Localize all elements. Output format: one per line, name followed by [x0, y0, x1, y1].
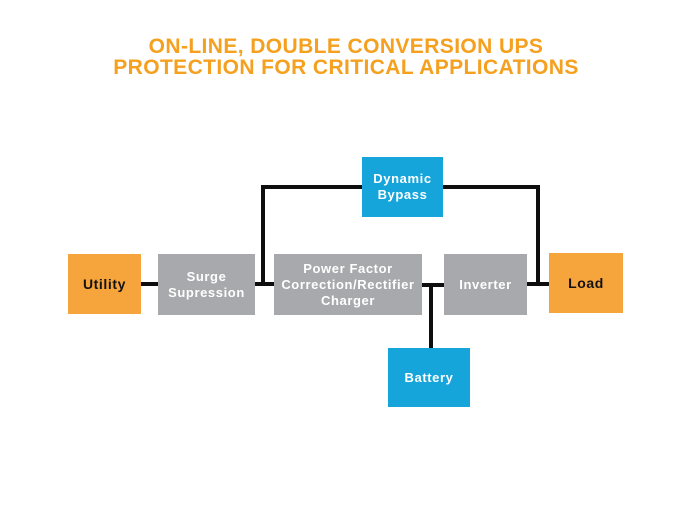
connector-battery-vertical [429, 285, 433, 348]
node-surge-supression-label: Surge Supression [168, 268, 245, 300]
connector-bypass-right-vertical [536, 185, 540, 286]
node-inverter: Inverter [444, 254, 527, 315]
connector-pfc-inverter [422, 283, 444, 287]
node-utility: Utility [68, 254, 141, 314]
node-inverter-label: Inverter [459, 276, 512, 292]
node-pfc-label: Power Factor Correction/Rectifier Charge… [281, 260, 415, 308]
node-battery-label: Battery [404, 369, 454, 385]
node-load: Load [549, 253, 623, 313]
node-battery: Battery [388, 348, 470, 407]
connector-bypass-left-vertical [261, 185, 265, 286]
node-dynamic-bypass-label: Dynamic Bypass [373, 171, 432, 202]
node-load-label: Load [568, 275, 604, 291]
node-utility-label: Utility [82, 276, 127, 292]
node-dynamic-bypass: Dynamic Bypass [362, 157, 443, 217]
node-power-factor-correction-rectifier-charger: Power Factor Correction/Rectifier Charge… [274, 254, 422, 315]
node-surge-supression: Surge Supression [158, 254, 255, 315]
diagram-title: ON-LINE, DOUBLE CONVERSION UPS PROTECTIO… [0, 36, 692, 78]
diagram-title-line-2: PROTECTION FOR CRITICAL APPLICATIONS [113, 56, 579, 79]
connector-utility-surge [141, 282, 158, 286]
diagram-title-line-1: ON-LINE, DOUBLE CONVERSION UPS [148, 35, 544, 58]
